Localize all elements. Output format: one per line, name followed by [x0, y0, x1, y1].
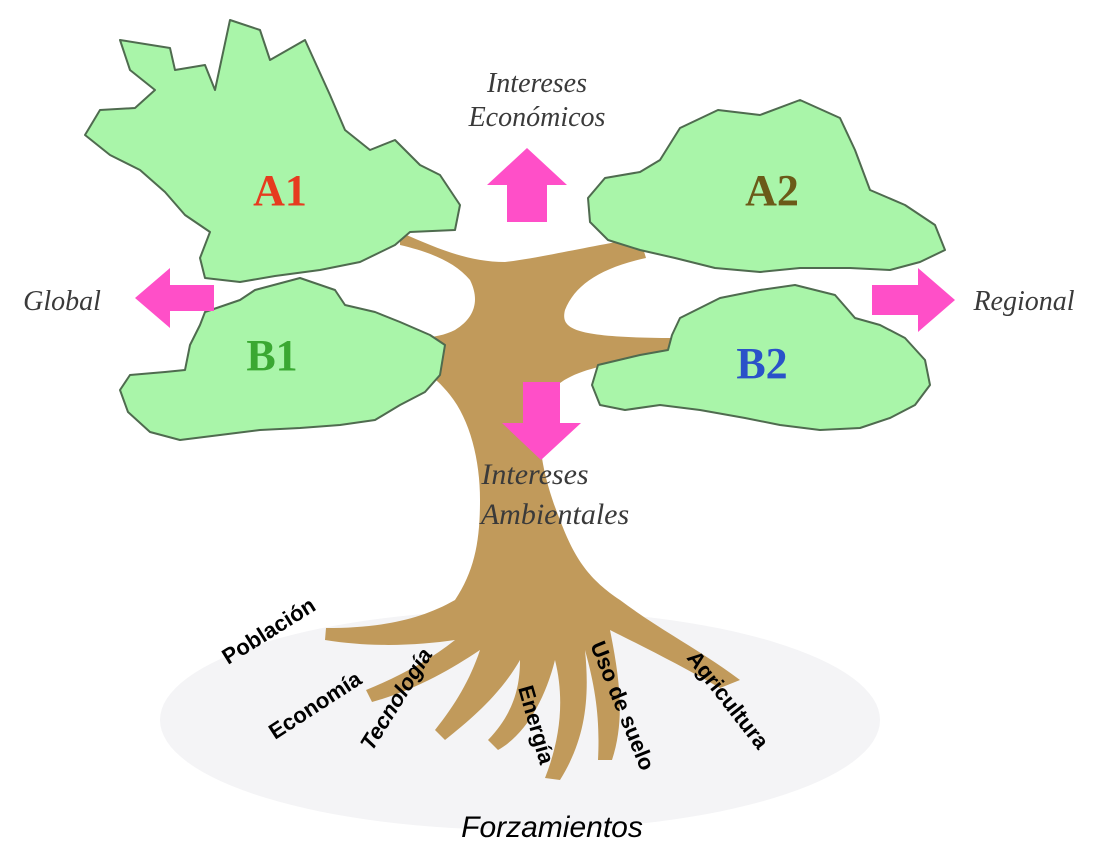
environmental-interests-label-line2: Ambientales: [479, 498, 629, 531]
forcings-label: Forzamientos: [461, 811, 643, 844]
arrow-up-economic: [487, 148, 567, 222]
environmental-interests-label-line1: Intereses: [480, 458, 588, 491]
global-label: Global: [23, 286, 101, 317]
scenario-b2-label: B2: [736, 339, 787, 388]
scenario-a2-label: A2: [745, 166, 799, 215]
scenario-b1-label: B1: [246, 331, 297, 380]
economic-interests-label-line1: Intereses: [486, 68, 587, 99]
economic-interests-label-line2: Económicos: [468, 102, 606, 133]
scenario-a1-label: A1: [253, 166, 307, 215]
regional-label: Regional: [972, 286, 1074, 317]
arrow-right-regional: [872, 268, 955, 332]
